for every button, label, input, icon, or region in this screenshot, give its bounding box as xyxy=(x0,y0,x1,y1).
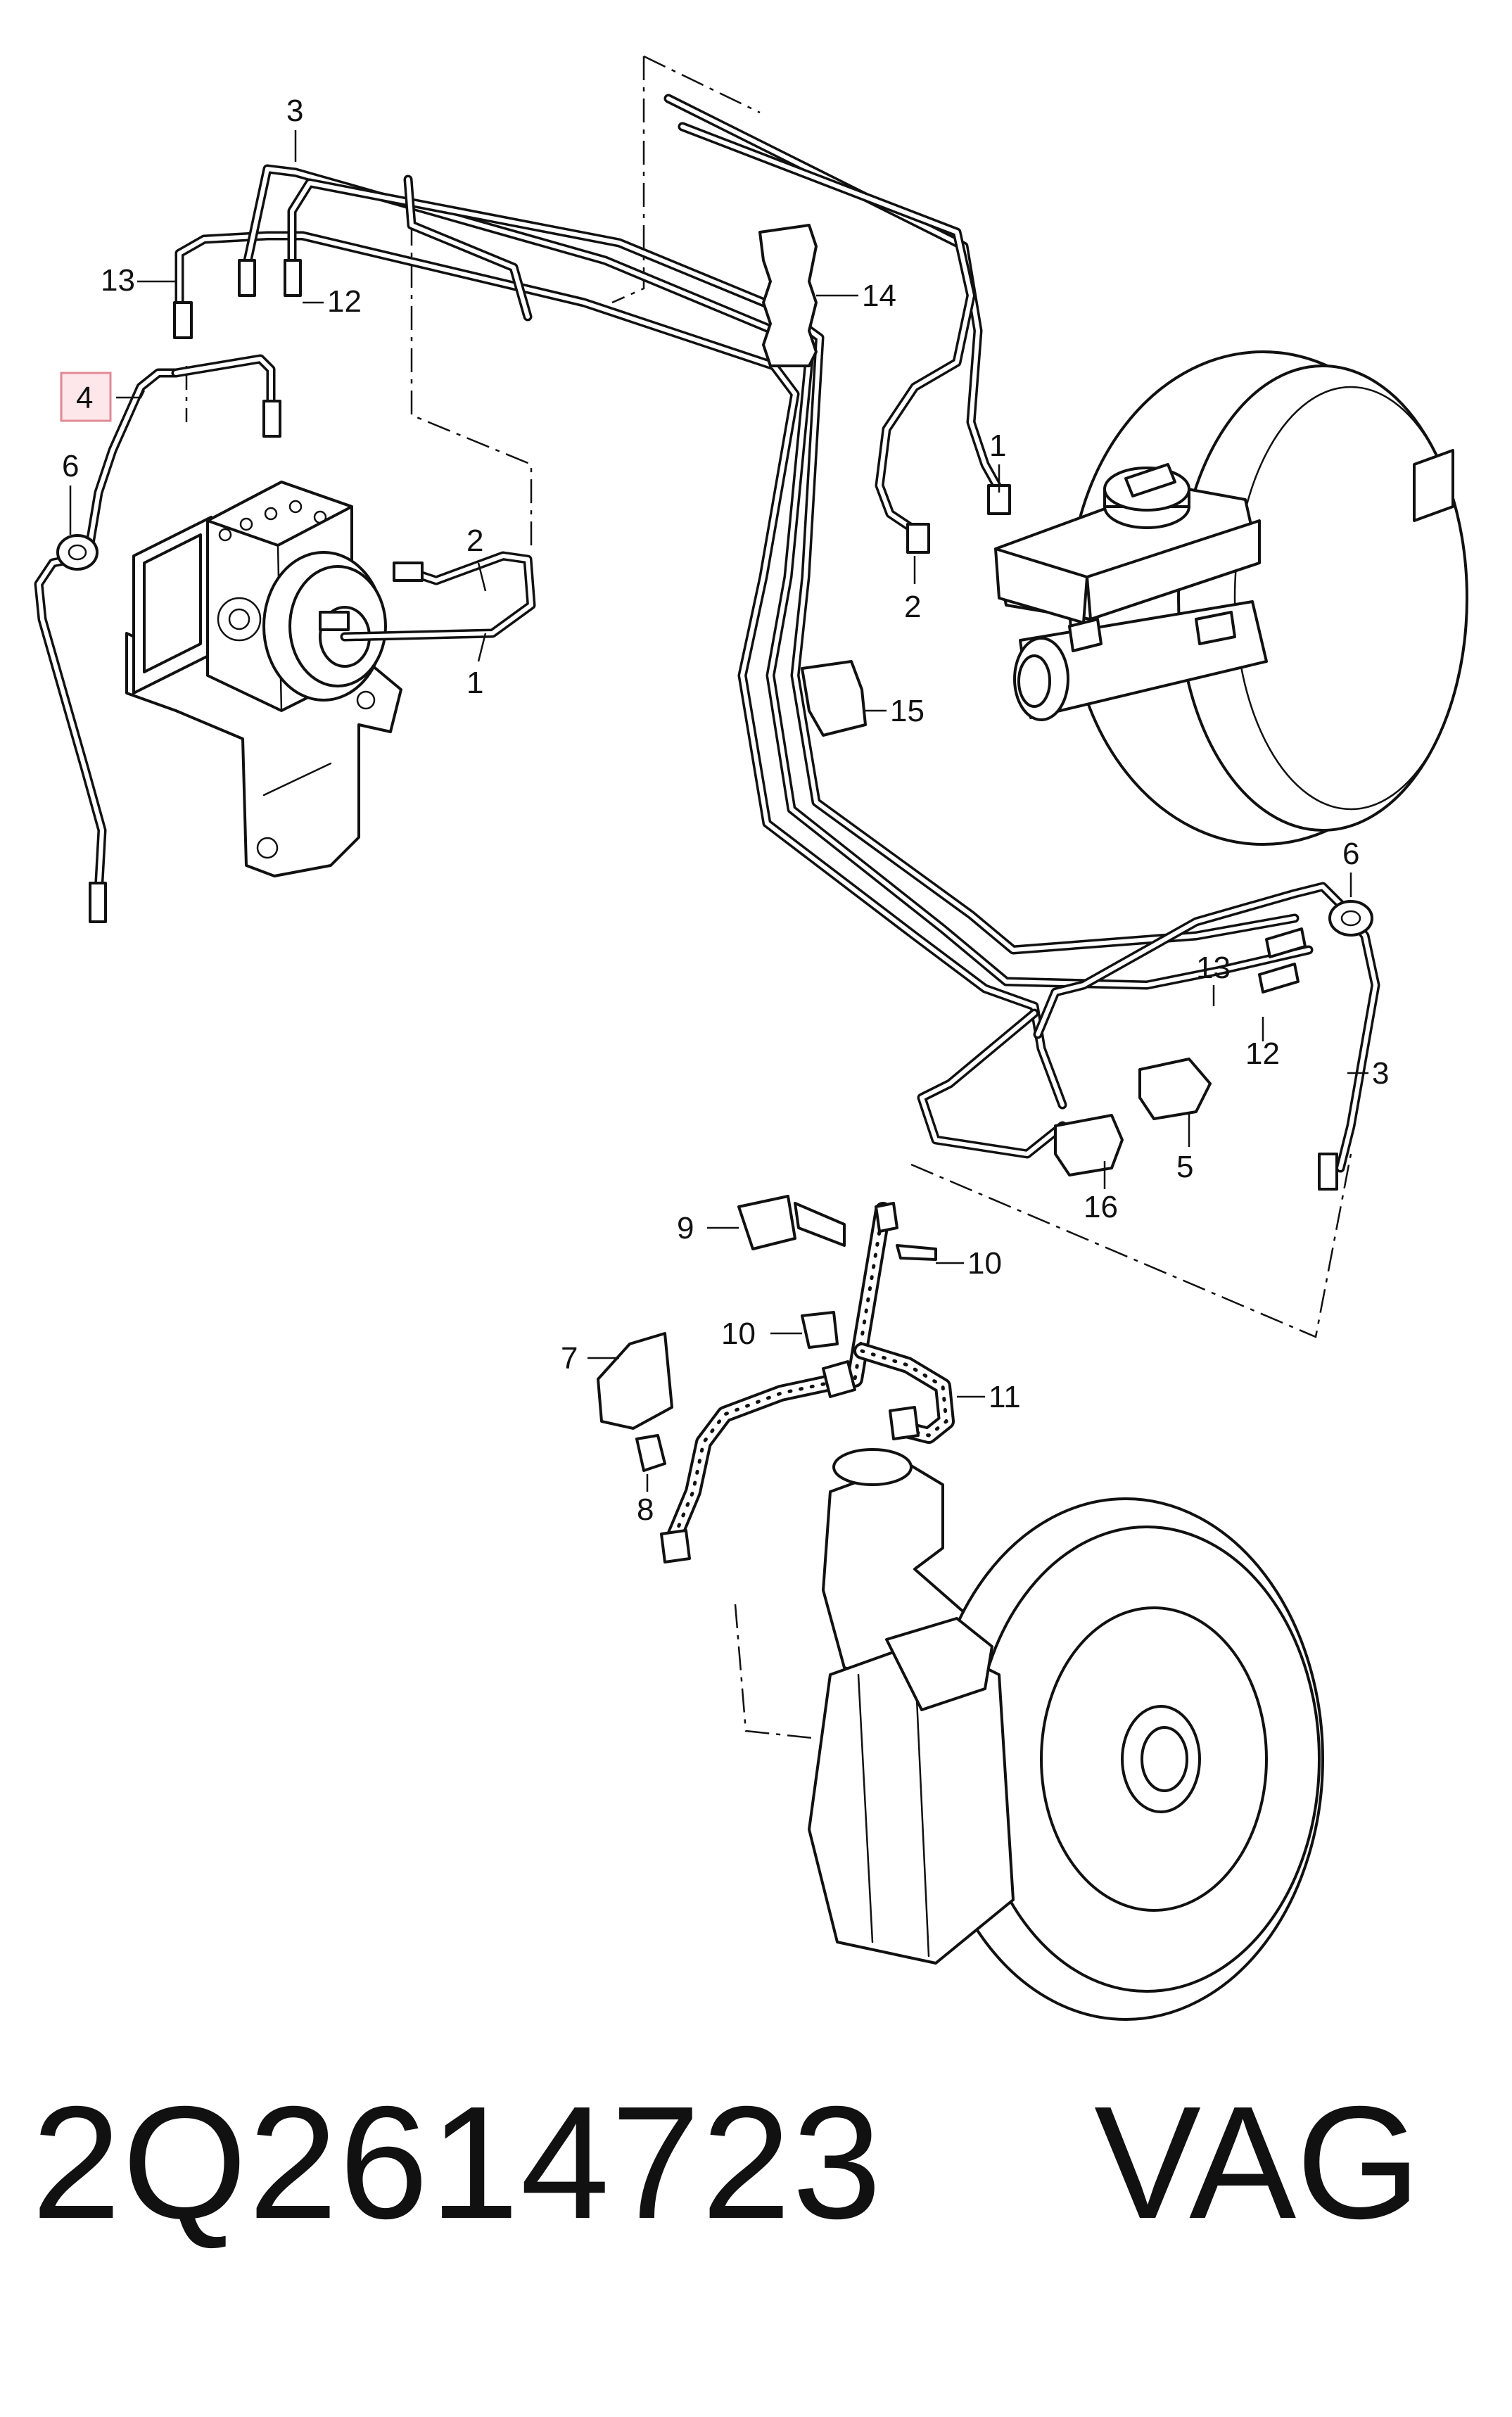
callout-2-right: 2 xyxy=(904,590,921,624)
callout-5: 5 xyxy=(1176,1150,1193,1184)
callout-13-left: 13 xyxy=(101,263,135,298)
callout-13-right: 13 xyxy=(1196,951,1231,985)
callout-1-right: 1 xyxy=(989,429,1006,463)
abs-hydraulic-unit xyxy=(125,481,402,877)
callout-1-left: 1 xyxy=(466,666,483,700)
callout-15: 15 xyxy=(890,694,925,728)
hose-brackets xyxy=(597,1195,937,1472)
callout-2-left: 2 xyxy=(466,524,483,558)
callout-3-right: 3 xyxy=(1372,1056,1389,1091)
grommet-6 xyxy=(56,534,1373,937)
callout-4: 4 xyxy=(76,381,93,415)
part-number: 2Q2614723 xyxy=(32,2074,883,2252)
callout-8: 8 xyxy=(637,1492,654,1527)
brake-disc-caliper xyxy=(808,1448,1324,2021)
brand-name: VAG xyxy=(1094,2074,1421,2252)
callout-leaders xyxy=(69,130,1368,1492)
highlight-box-callout-4 xyxy=(60,372,112,422)
callout-9: 9 xyxy=(677,1211,694,1245)
callout-6-right: 6 xyxy=(1342,837,1359,871)
callout-6-left: 6 xyxy=(62,449,79,483)
dashed-reference-lines xyxy=(185,55,1352,1739)
callout-3-top: 3 xyxy=(286,94,303,128)
callout-12-right: 12 xyxy=(1245,1036,1280,1071)
callout-14: 14 xyxy=(862,279,896,313)
callout-10-lower: 10 xyxy=(721,1317,756,1351)
pipe-clips xyxy=(758,224,1212,1176)
callout-16: 16 xyxy=(1084,1190,1118,1224)
callout-10-upper: 10 xyxy=(967,1246,1002,1281)
brake-hose xyxy=(660,1202,955,1563)
brake-booster-assembly xyxy=(994,350,1468,846)
callout-11: 11 xyxy=(989,1380,1021,1414)
callout-7: 7 xyxy=(561,1341,578,1376)
callout-labels: 3 13 12 4 6 2 1 1 2 14 15 6 13 12 3 5 16… xyxy=(60,94,1389,1527)
rigid-brake-pipes xyxy=(34,94,1380,1173)
pipe-fittings xyxy=(89,259,1338,1191)
callout-12-left: 12 xyxy=(327,284,362,319)
